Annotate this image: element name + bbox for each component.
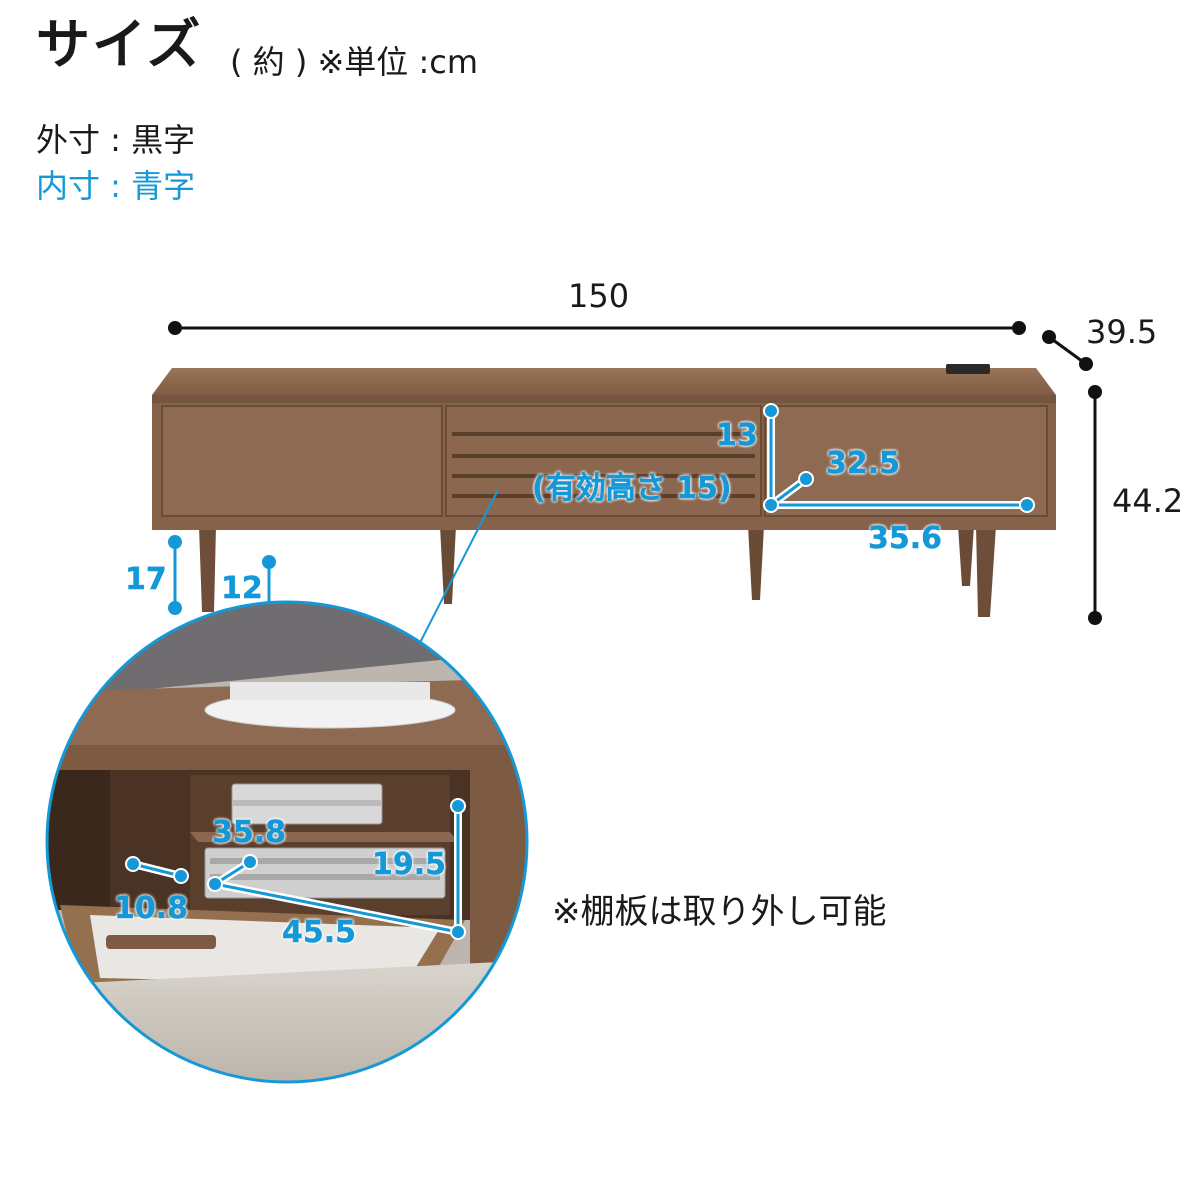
removable-shelf-note: ※棚板は取り外し可能 bbox=[552, 892, 887, 932]
slot-height-label: 13 bbox=[716, 418, 758, 453]
slot-effective-label: (有効高さ 15) bbox=[532, 471, 732, 506]
compartment-depth-label: 32.5 bbox=[826, 446, 901, 481]
legend-outer: 外寸 : 黒字 bbox=[36, 121, 196, 159]
shelf-height-label: 19.5 bbox=[372, 847, 447, 882]
zoom-inset bbox=[47, 602, 527, 1082]
legend-inner: 内寸 : 青字 bbox=[36, 167, 196, 205]
compartment-width-label: 35.6 bbox=[868, 521, 943, 556]
leg-height-label: 17 bbox=[125, 562, 167, 597]
depth-label: 39.5 bbox=[1086, 313, 1158, 351]
zoom-circle-outline bbox=[45, 600, 529, 1084]
unit-note: ( 約 ) ※単位 :cm bbox=[230, 43, 479, 81]
shelf-depth-label: 35.8 bbox=[212, 815, 287, 850]
flap-depth-label: 10.8 bbox=[114, 891, 189, 926]
height-label: 44.2 bbox=[1112, 482, 1184, 520]
page-title: サイズ bbox=[36, 13, 203, 76]
inset-dimension-lines bbox=[125, 798, 466, 940]
shelf-width-label: 45.5 bbox=[282, 915, 357, 950]
leg-clearance-label: 12 bbox=[221, 571, 263, 606]
width-label: 150 bbox=[568, 277, 630, 315]
outer-dimension-lines bbox=[168, 321, 1102, 625]
